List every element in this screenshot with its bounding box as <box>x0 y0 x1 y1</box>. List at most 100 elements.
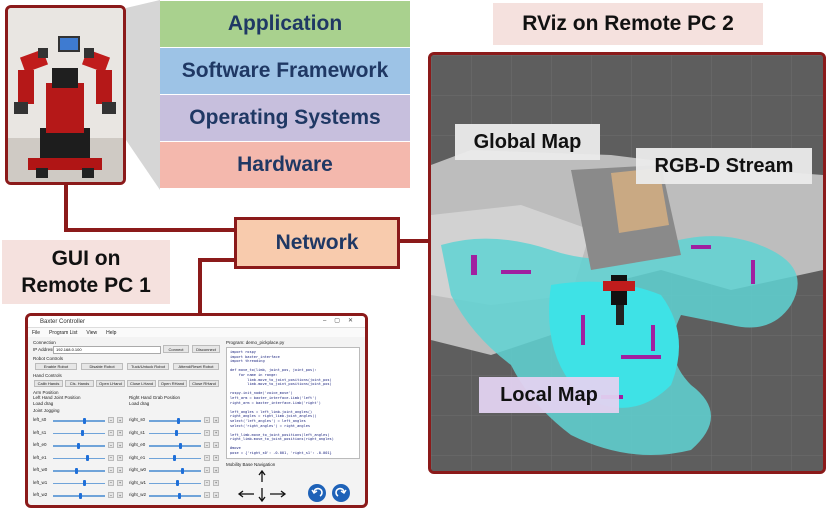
open-lhand-button[interactable]: Open LHand <box>96 380 125 387</box>
joint-plus-button[interactable]: + <box>117 429 123 436</box>
menu-help[interactable]: Help <box>106 329 117 336</box>
joint-slider-left_s1[interactable] <box>53 432 105 434</box>
disable-robot-button[interactable]: Disable Robot <box>81 363 123 370</box>
joint-plus-button[interactable]: + <box>117 442 123 448</box>
joint-slider-right_s0[interactable] <box>149 420 201 422</box>
slider-knob[interactable] <box>81 430 84 436</box>
slider-knob[interactable] <box>179 442 182 449</box>
joint-slider-right_e0[interactable] <box>149 445 201 447</box>
arm-position-label: Arm Position <box>33 390 59 395</box>
joint-plus-button[interactable]: + <box>213 492 219 498</box>
joint-minus-button[interactable]: − <box>204 454 210 461</box>
joint-plus-button[interactable]: + <box>117 479 123 486</box>
joint-minus-button[interactable]: − <box>204 467 210 473</box>
joint-plus-button[interactable]: + <box>213 454 219 461</box>
slider-knob[interactable] <box>75 467 78 474</box>
joint-minus-button[interactable]: − <box>204 492 210 498</box>
code-line: left_limb.move_to_joint_positions(left_a… <box>230 432 330 437</box>
joint-slider-right_w0[interactable] <box>149 470 201 472</box>
connect-button[interactable]: Connect <box>163 345 189 353</box>
joint-plus-button[interactable]: + <box>117 417 123 423</box>
rviz-label: RViz on Remote PC 2 <box>493 3 763 45</box>
wire-network-to-gui <box>198 260 202 315</box>
slider-knob[interactable] <box>173 455 176 461</box>
wire-robot-to-network <box>64 228 236 232</box>
joint-label-right_s1: right_s1 <box>129 429 146 435</box>
open-rhand-button[interactable]: Open RHand <box>158 380 187 387</box>
joint-minus-button[interactable]: − <box>204 429 210 436</box>
menu-view[interactable]: View <box>86 329 98 336</box>
slider-knob[interactable] <box>178 492 181 499</box>
joint-plus-button[interactable]: + <box>213 417 219 423</box>
joint-plus-button[interactable]: + <box>213 442 219 448</box>
slider-knob[interactable] <box>86 455 89 461</box>
code-line: #move <box>230 446 241 451</box>
close-lhand-button[interactable]: Close LHand <box>127 380 156 387</box>
robot-photo <box>5 5 126 185</box>
slider-knob[interactable] <box>79 492 82 499</box>
slider-knob[interactable] <box>83 417 86 424</box>
tuck-robot-button[interactable]: Tuck/Untuck Robot <box>127 363 169 370</box>
joint-label-left_s0: left_s0 <box>33 417 47 422</box>
joint-slider-left_w1[interactable] <box>53 482 105 484</box>
joint-label-left_w2: left_w2 <box>33 492 48 497</box>
code-line: rospy.init_node('voice_move') <box>230 391 293 396</box>
disconnect-button[interactable]: Disconnect <box>192 345 220 353</box>
joint-minus-button[interactable]: − <box>108 442 114 448</box>
joint-slider-left_s0[interactable] <box>53 420 105 422</box>
joint-label-left_e1: left_e1 <box>33 454 47 460</box>
joint-minus-button[interactable]: − <box>204 479 210 486</box>
slider-knob[interactable] <box>77 442 80 449</box>
joint-minus-button[interactable]: − <box>108 454 114 461</box>
code-line: limb.move_to_joint_positions(joint_pos) <box>230 377 332 382</box>
gui-title: Baxter Controller <box>40 318 86 325</box>
reset-robot-button[interactable]: Attend/Reset Robot <box>173 363 219 370</box>
calib-hands-button[interactable]: Calib Hands <box>34 380 63 387</box>
joint-slider-right_w1[interactable] <box>149 482 201 484</box>
joint-label-right_w0: right_w0 <box>129 467 147 472</box>
joint-plus-button[interactable]: + <box>117 454 123 461</box>
rotate-right-button[interactable] <box>332 484 350 502</box>
joint-plus-button[interactable]: + <box>213 479 219 486</box>
code-line: right_angles = right_limb.joint_angles() <box>230 414 317 419</box>
left-position-label: Left Hand Joint Position <box>33 395 81 400</box>
slider-knob[interactable] <box>181 467 184 474</box>
close-rhand-button[interactable]: Close RHand <box>189 380 219 387</box>
slider-knob[interactable] <box>177 417 180 424</box>
joint-minus-button[interactable]: − <box>204 417 210 423</box>
joint-plus-button[interactable]: + <box>213 467 219 473</box>
joint-label-right_e0: right_e0 <box>129 442 146 447</box>
joint-slider-left_e1[interactable] <box>53 457 105 459</box>
slider-knob[interactable] <box>176 480 179 486</box>
robot-controls-label: Robot Controls <box>33 356 64 361</box>
menu-file[interactable]: File <box>32 329 41 336</box>
code-line: def move_to(limb, joint_pos, joint_pos): <box>230 368 317 373</box>
gui-label-text: GUI on Remote PC 1 <box>21 247 151 297</box>
ip-input[interactable]: 192.168.0.100 <box>53 346 161 354</box>
joint-plus-button[interactable]: + <box>213 429 219 436</box>
joint-plus-button[interactable]: + <box>117 492 123 498</box>
joint-label-left_e0: left_e0 <box>33 442 47 447</box>
joint-minus-button[interactable]: − <box>108 429 114 436</box>
joint-minus-button[interactable]: − <box>108 479 114 486</box>
enable-robot-button[interactable]: Enable Robot <box>35 363 77 370</box>
joint-minus-button[interactable]: − <box>204 442 210 448</box>
joint-jogging-label: Joint Jogging <box>33 408 60 413</box>
joint-minus-button[interactable]: − <box>108 417 114 423</box>
rotate-left-button[interactable] <box>308 484 326 502</box>
slider-knob[interactable] <box>175 430 178 436</box>
joint-plus-button[interactable]: + <box>117 467 123 473</box>
layer-operating-systems: Operating Systems <box>160 95 410 141</box>
joint-minus-button[interactable]: − <box>108 467 114 473</box>
joint-label-left_w0: left_w0 <box>33 467 48 472</box>
joint-slider-left_w0[interactable] <box>53 470 105 472</box>
joint-slider-right_w2[interactable] <box>149 495 201 497</box>
menu-program-list[interactable]: Program List <box>49 329 78 336</box>
cls-hands-button[interactable]: Cls. Hands <box>65 380 94 387</box>
joint-minus-button[interactable]: − <box>108 492 114 498</box>
wire-network-down-stub <box>198 258 238 262</box>
mobility-arrows-icon[interactable] <box>232 468 302 504</box>
slider-knob[interactable] <box>83 480 86 486</box>
